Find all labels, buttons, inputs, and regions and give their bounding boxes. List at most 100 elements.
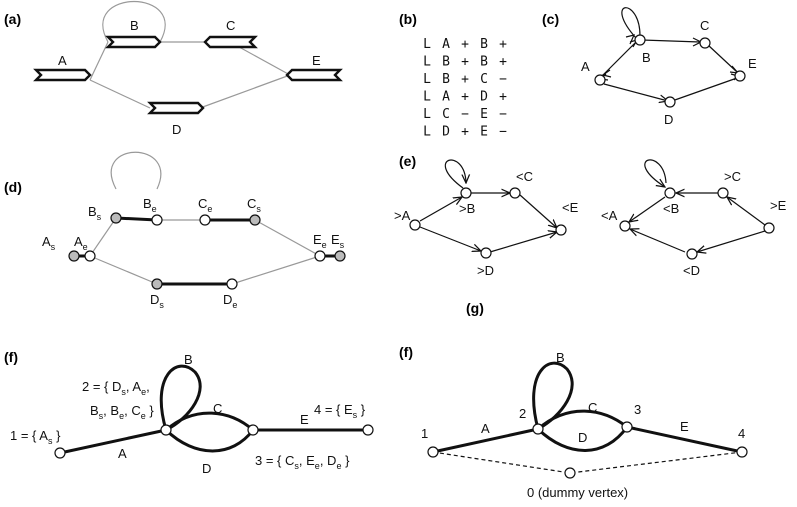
node-label-c-a: A bbox=[581, 59, 590, 74]
link-d-e bbox=[199, 74, 291, 109]
node-er-e bbox=[763, 222, 775, 234]
link-line-4-token-2: A bbox=[442, 90, 450, 105]
edge-c-a-b bbox=[599, 41, 637, 79]
vertex-fl-4 bbox=[362, 424, 374, 436]
node-d-be bbox=[151, 214, 163, 226]
node-er-a bbox=[619, 220, 631, 232]
set-suffix: } bbox=[146, 403, 155, 418]
node-c-b bbox=[634, 34, 646, 46]
loop-b bbox=[102, 0, 166, 43]
vertex-set-set2-line1: 2 = { Ds, Ae, bbox=[82, 379, 150, 397]
node-label-d-3-sub: s bbox=[97, 212, 102, 222]
link-line-1-token-2: A bbox=[442, 37, 450, 52]
node-er-d bbox=[686, 248, 698, 260]
seg-label-c: C bbox=[226, 18, 235, 33]
panel-a-label: (a) bbox=[4, 11, 21, 27]
set-item-main: D bbox=[327, 453, 336, 468]
node-label-c-e: E bbox=[748, 56, 757, 71]
node-el-d bbox=[480, 247, 492, 259]
node-label-d-7-main: E bbox=[313, 232, 322, 247]
link-line-2-token-5: + bbox=[499, 55, 507, 70]
link-line-5-token-3: − bbox=[461, 107, 469, 122]
node-label-d-3: Bs bbox=[88, 204, 102, 222]
panel-e-right: <A <B >C >E <D bbox=[601, 159, 787, 278]
edge-label-fr-b: B bbox=[556, 350, 565, 365]
vertex-set-set2-line2: Bs, Be, Ce } bbox=[90, 403, 154, 421]
edge-el-a-d bbox=[419, 226, 481, 251]
panel-a: A B C E D bbox=[33, 0, 343, 137]
edge-el-c-e bbox=[519, 194, 557, 228]
panel-f-left: A B C D E 1 = { As }2 = { Ds, Ae,Bs, Be,… bbox=[10, 352, 374, 476]
panel-e-label: (e) bbox=[399, 153, 416, 169]
loop-d-b bbox=[110, 151, 162, 190]
link-line-3-token-1: L bbox=[423, 72, 431, 87]
node-d-ds bbox=[151, 278, 163, 290]
edge-label-fl-e: E bbox=[300, 412, 309, 427]
node-c-a bbox=[594, 74, 606, 86]
set-item-main: C bbox=[131, 403, 140, 418]
edge-fr-d bbox=[536, 426, 629, 452]
link-d-ae-ds bbox=[89, 255, 158, 285]
edge-fl-c bbox=[165, 411, 254, 432]
vertex-fr-0-dummy bbox=[564, 467, 576, 479]
node-d-bs bbox=[110, 212, 122, 224]
link-d-ae-bs bbox=[89, 217, 117, 257]
vertex-fr-2 bbox=[532, 423, 544, 435]
segment-d bbox=[147, 101, 205, 115]
node-label-d-10-main: D bbox=[223, 292, 232, 307]
edge-label-fl-c: C bbox=[213, 401, 222, 416]
link-line-1-token-5: + bbox=[499, 37, 507, 52]
link-line-3-token-5: − bbox=[499, 72, 507, 87]
link-line-2-token-1: L bbox=[423, 55, 431, 70]
edge-fl-a bbox=[59, 428, 167, 455]
vertex-label-fr-3: 3 bbox=[634, 402, 641, 417]
panel-d-label: (d) bbox=[4, 179, 22, 195]
set-item-sub: e bbox=[141, 387, 146, 397]
set-item-sub: e bbox=[315, 461, 320, 471]
node-c-d bbox=[664, 96, 676, 108]
label-el-e: <E bbox=[562, 200, 579, 215]
edge-fr-b bbox=[532, 361, 574, 431]
node-er-c bbox=[717, 187, 729, 199]
set-prefix: 2 = { bbox=[82, 379, 112, 394]
edge-label-fr-e: E bbox=[680, 419, 689, 434]
link-line-4-token-3: + bbox=[461, 90, 469, 105]
node-label-d-9: Ds bbox=[150, 292, 164, 310]
set-item-sub: s bbox=[99, 411, 104, 421]
link-line-5-token-4: E bbox=[480, 107, 488, 122]
node-d-cs bbox=[249, 214, 261, 226]
node-label-d-2-main: A bbox=[74, 234, 83, 249]
link-line-3-token-3: + bbox=[461, 72, 469, 87]
vertex-set-set1: 1 = { As } bbox=[10, 428, 61, 446]
link-line-3-token-4: C bbox=[480, 72, 488, 87]
node-label-d-8-sub: s bbox=[340, 240, 345, 250]
edge-er-d-a bbox=[630, 229, 686, 253]
panel-b-label: (b) bbox=[399, 11, 417, 27]
set-suffix: } bbox=[357, 402, 366, 417]
node-label-d-5-sub: e bbox=[207, 204, 212, 214]
panel-f-right: 1 2 3 4 A B C D E 0 (dummy vertex) bbox=[421, 350, 748, 500]
dummy-vertex-label: 0 (dummy vertex) bbox=[527, 485, 628, 500]
set-item-main: C bbox=[285, 453, 294, 468]
link-line-2-token-2: B bbox=[442, 55, 450, 70]
set-item-sub: s bbox=[121, 387, 126, 397]
node-d-ae bbox=[84, 250, 96, 262]
set-item-sub: e bbox=[141, 411, 146, 421]
node-label-d-7: Ee bbox=[313, 232, 327, 250]
vertex-label-fr-2: 2 bbox=[519, 406, 526, 421]
set-separator: , bbox=[299, 453, 306, 468]
node-label-d-1: As bbox=[42, 234, 56, 252]
set-item-main: E bbox=[344, 402, 353, 417]
panel-g-label: (g) bbox=[466, 300, 484, 316]
segment-c bbox=[203, 35, 258, 49]
set-item-main: E bbox=[306, 453, 315, 468]
node-label-d-2: Ae bbox=[74, 234, 88, 252]
label-el-b: >B bbox=[459, 201, 475, 216]
link-line-2-token-4: B bbox=[480, 55, 488, 70]
node-label-d-1-sub: s bbox=[51, 242, 56, 252]
node-er-b bbox=[664, 187, 676, 199]
edge-c-a-d bbox=[603, 83, 668, 101]
edge-el-a-b bbox=[419, 197, 462, 222]
node-label-c-c: C bbox=[700, 18, 709, 33]
set-item-main: A bbox=[132, 379, 141, 394]
